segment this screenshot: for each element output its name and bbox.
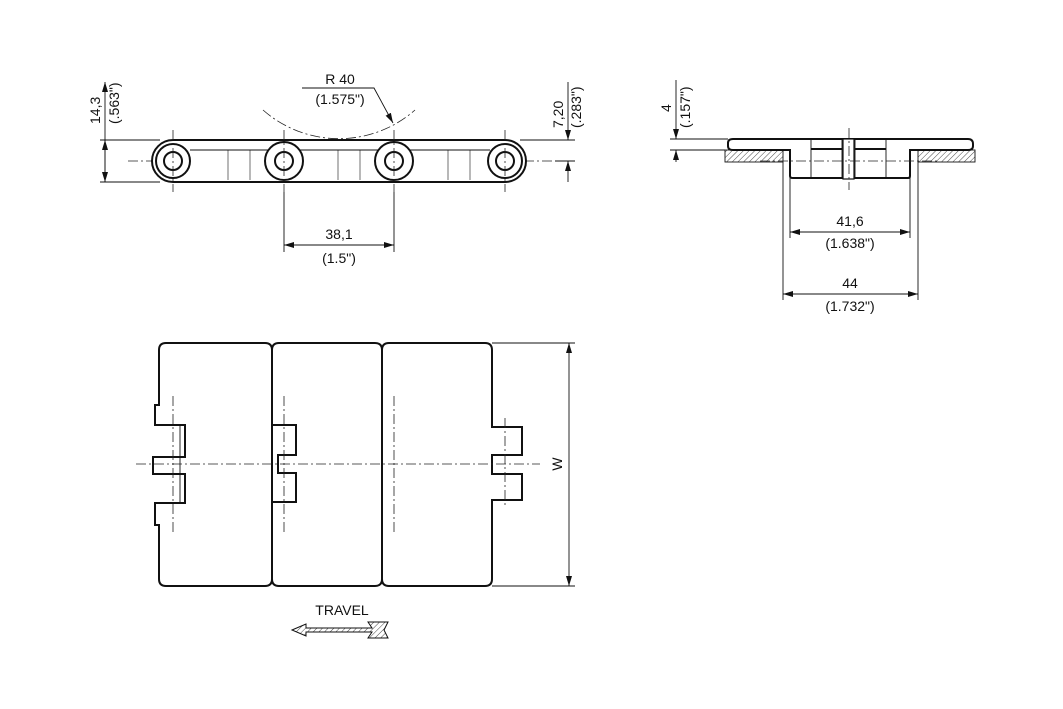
- chain-links: [151, 139, 527, 183]
- width-label: W: [549, 457, 565, 471]
- radius-in: (1.575"): [315, 91, 364, 107]
- outer-width-mm: 44: [842, 275, 858, 291]
- thickness-dimension: 4 (.157"): [658, 80, 728, 162]
- plan-view: W TRAVEL: [136, 342, 575, 639]
- pitch-in: (1.5"): [322, 250, 356, 266]
- radius-arc: [262, 109, 416, 140]
- inner-width-dimension: 41,6 (1.638"): [789, 178, 911, 251]
- side-view: 14,3 (.563") R 40 (1.575") 7,20 (.283") …: [87, 71, 584, 266]
- wear-strip: [917, 149, 976, 163]
- pitch-mm: 38,1: [325, 226, 352, 242]
- pin-height-dimension: 7,20 (.283"): [520, 82, 584, 182]
- inner-width-in: (1.638"): [825, 235, 874, 251]
- pin-height-mm: 7,20: [550, 101, 566, 128]
- outer-width-dimension: 44 (1.732"): [782, 162, 919, 314]
- thickness-mm: 4: [658, 104, 674, 112]
- thickness-in: (.157"): [677, 86, 693, 128]
- radius-dimension: R 40 (1.575"): [302, 71, 394, 124]
- radius-mm: R 40: [325, 71, 355, 87]
- end-view: 4 (.157") 41,6 (1.638") 44 (1.732"): [658, 80, 976, 314]
- width-dimension: W: [492, 342, 575, 587]
- plate-1: [152, 342, 273, 587]
- pin-height-in: (.283"): [568, 86, 584, 128]
- travel-label: TRAVEL: [315, 602, 369, 618]
- outer-width-in: (1.732"): [825, 298, 874, 314]
- height-mm: 14,3: [87, 97, 103, 124]
- pitch-dimension: 38,1 (1.5"): [283, 192, 395, 266]
- travel-arrow-icon: [290, 621, 389, 639]
- inner-width-mm: 41,6: [836, 213, 863, 229]
- travel-indicator: TRAVEL: [290, 602, 389, 639]
- plate-3: [381, 342, 523, 587]
- height-dimension: 14,3 (.563"): [87, 82, 160, 183]
- height-in: (.563"): [106, 82, 122, 124]
- wear-strip: [724, 149, 784, 163]
